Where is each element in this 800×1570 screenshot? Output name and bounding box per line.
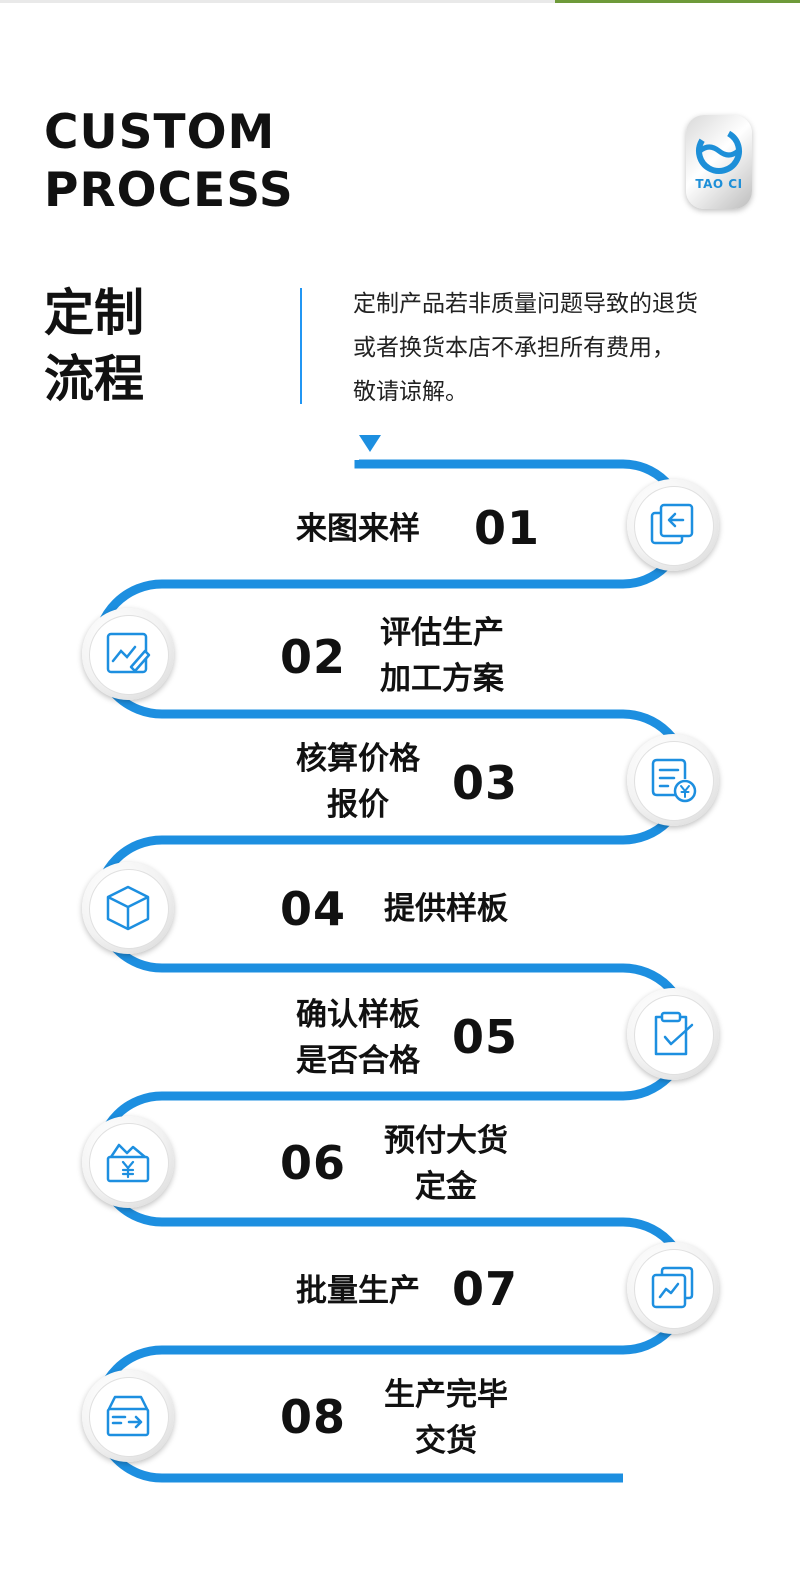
step-04-badge xyxy=(82,862,174,954)
step-label-line: 批量生产 xyxy=(296,1273,420,1309)
step-label-line: 预付大货 xyxy=(384,1123,508,1159)
title-divider xyxy=(300,288,302,404)
step-label-line: 报价 xyxy=(327,787,389,823)
title-en-line1: CUSTOM xyxy=(44,105,276,160)
step-03-label: 核算价格 报价 xyxy=(278,736,438,828)
step-02-number: 02 xyxy=(280,630,347,684)
step-label-line: 定金 xyxy=(415,1169,477,1205)
clipboard-check-icon xyxy=(654,1011,694,1056)
return-policy-note: 定制产品若非质量问题导致的退货 或者换货本店不承担所有费用， 敬请谅解。 xyxy=(353,282,773,414)
image-import-icon xyxy=(650,503,694,545)
step-03-badge xyxy=(627,734,719,826)
step-04-number: 04 xyxy=(280,882,347,936)
step-07-label: 批量生产 xyxy=(278,1268,438,1314)
step-03-number: 03 xyxy=(452,756,519,810)
step-05-number: 05 xyxy=(452,1010,519,1064)
top-divider xyxy=(0,0,800,3)
box-icon xyxy=(106,885,150,931)
step-08-number: 08 xyxy=(280,1390,347,1444)
step-01-badge xyxy=(627,479,719,571)
invoice-yen-icon xyxy=(651,758,697,803)
step-label-line: 确认样板 xyxy=(296,997,420,1033)
step-label-line: 来图来样 xyxy=(296,511,420,547)
step-07-number: 07 xyxy=(452,1262,519,1316)
step-label-line: 评估生产 xyxy=(380,615,504,651)
title-en-line2: PROCESS xyxy=(44,163,294,218)
step-label-line: 交货 xyxy=(415,1423,477,1459)
title-cn-line2: 流程 xyxy=(44,350,144,408)
step-label-line: 是否合格 xyxy=(296,1043,420,1079)
note-line: 敬请谅解。 xyxy=(353,379,468,405)
delivery-box-icon xyxy=(106,1395,150,1437)
step-05-badge xyxy=(627,988,719,1080)
logo-text: TAO CI xyxy=(695,177,743,191)
note-line: 或者换货本店不承担所有费用， xyxy=(353,335,675,361)
page-title-english: CUSTOM PROCESS xyxy=(44,104,294,220)
step-label-line: 核算价格 xyxy=(296,741,420,777)
wave-logo-icon xyxy=(696,128,742,174)
top-accent-bar xyxy=(555,0,800,3)
page-title-chinese: 定制 流程 xyxy=(44,280,144,412)
step-04-label: 提供样板 xyxy=(366,886,526,932)
start-arrow-icon xyxy=(359,435,381,452)
trend-chart-icon xyxy=(651,1266,694,1309)
step-label-line: 提供样板 xyxy=(384,891,508,927)
step-label-line: 生产完毕 xyxy=(384,1377,508,1413)
note-line: 定制产品若非质量问题导致的退货 xyxy=(353,291,698,317)
step-02-badge xyxy=(82,608,174,700)
step-07-badge xyxy=(627,1242,719,1334)
edit-chart-icon xyxy=(106,632,151,674)
step-06-badge xyxy=(82,1116,174,1208)
title-cn-line1: 定制 xyxy=(44,284,144,342)
brand-logo: TAO CI xyxy=(686,115,752,209)
step-08-badge xyxy=(82,1370,174,1462)
step-01-label: 来图来样 xyxy=(278,506,438,552)
step-02-label: 评估生产 加工方案 xyxy=(358,610,526,702)
step-label-line: 加工方案 xyxy=(380,661,504,697)
step-06-label: 预付大货 定金 xyxy=(366,1118,526,1210)
yen-package-icon xyxy=(106,1143,150,1183)
step-05-label: 确认样板 是否合格 xyxy=(278,992,438,1084)
step-01-number: 01 xyxy=(474,501,541,555)
step-06-number: 06 xyxy=(280,1136,347,1190)
step-08-label: 生产完毕 交货 xyxy=(366,1372,526,1464)
